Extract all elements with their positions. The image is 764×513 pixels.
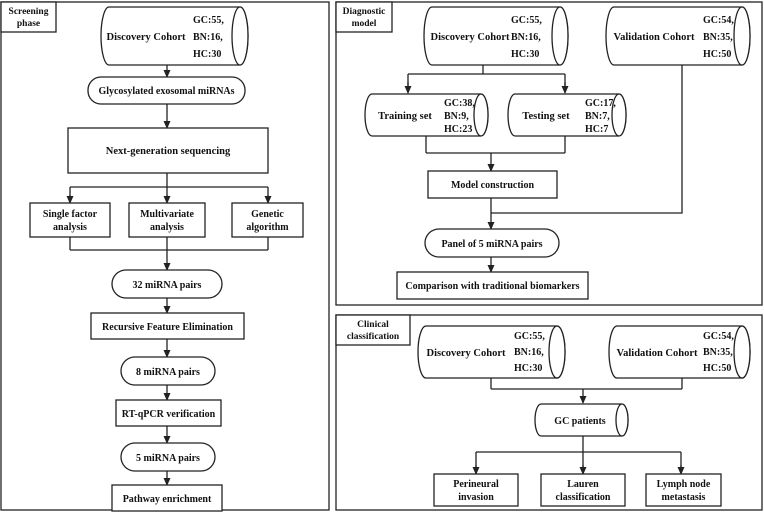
split-connector: [475, 436, 682, 473]
clinical-validation-count-bn: BN:35,: [703, 347, 733, 358]
clinical-discovery-cohort-cylinder: [417, 325, 566, 379]
diagnostic-discovery-count-bn: BN:16,: [511, 32, 541, 43]
clinical-label-line2: classification: [347, 332, 400, 342]
diagnostic-discovery-count-gc: GC:55,: [511, 15, 542, 26]
training-set-cylinder: [364, 93, 489, 137]
diagnostic-validation-count-gc: GC:54,: [703, 15, 734, 26]
diagnostic-panel-frame: [335, 1, 763, 306]
diagnostic-discovery-label: Discovery Cohort: [430, 32, 510, 43]
screening-discovery-count-bn: BN:16,: [193, 32, 223, 43]
split-connector: [407, 65, 566, 90]
clinical-panel-frame: [335, 314, 763, 511]
diagnostic-discovery-cohort-cylinder: [423, 6, 569, 66]
merge-connector: [425, 136, 566, 154]
panel-label: Panel of 5 miRNA pairs: [441, 239, 542, 250]
single-factor-label-line1: Single factor: [43, 209, 98, 220]
single-factor-label-line2: analysis: [53, 222, 87, 233]
merge-connector: [69, 237, 269, 251]
rfe-label: Recursive Feature Elimination: [102, 322, 233, 333]
training-count-hc: HC:23: [444, 124, 472, 135]
comparison-label: Comparison with traditional biomarkers: [405, 281, 579, 292]
ngs-label: Next-generation sequencing: [106, 146, 231, 157]
testing-count-gc: GC:17,: [585, 98, 616, 109]
multivariate-box: [128, 202, 206, 238]
validation-connector: [490, 65, 683, 214]
training-set-label: Training set: [378, 111, 432, 122]
clinical-validation-count-gc: GC:54,: [703, 331, 734, 342]
perineural-label-line2: invasion: [458, 492, 494, 503]
clinical-validation-cohort-cylinder: [608, 325, 751, 379]
diagnostic-label-line2: model: [352, 19, 377, 29]
clinical-label-line1: Clinical: [357, 320, 389, 330]
training-count-gc: GC:38,: [444, 98, 475, 109]
testing-set-cylinder: [507, 93, 627, 137]
diagnostic-panel-label-box: [335, 1, 393, 33]
clinical-validation-label: Validation Cohort: [616, 348, 698, 359]
testing-count-hc: HC:7: [585, 124, 608, 135]
clinical-discovery-count-hc: HC:30: [514, 363, 542, 374]
genetic-label-line1: Genetic: [251, 209, 284, 220]
comparison-box: [396, 271, 589, 300]
split-connector: [69, 173, 269, 202]
perineural-label-line1: Perineural: [453, 479, 499, 490]
pairs-8-label: 8 miRNA pairs: [136, 367, 200, 378]
pairs-8-box: [120, 356, 216, 386]
clinical-validation-count-hc: HC:50: [703, 363, 731, 374]
pairs-5-label: 5 miRNA pairs: [136, 453, 200, 464]
lymph-label-line2: metastasis: [662, 492, 706, 503]
model-construction-box: [427, 170, 558, 199]
clinical-panel-label-box: [335, 314, 411, 346]
testing-count-bn: BN:7,: [585, 111, 610, 122]
lymph-label-line1: Lymph node: [657, 479, 711, 490]
pairs-32-label: 32 miRNA pairs: [133, 280, 202, 291]
clinical-discovery-count-gc: GC:55,: [514, 331, 545, 342]
pathway-label: Pathway enrichment: [123, 494, 212, 505]
rtqpcr-label: RT-qPCR verification: [122, 409, 216, 420]
lauren-label-line1: Lauren: [567, 479, 599, 490]
pairs-5-box: [120, 442, 216, 472]
screening-label-line2: phase: [17, 19, 40, 29]
rtqpcr-box: [115, 399, 222, 427]
perineural-box: [433, 473, 519, 507]
lauren-label-line2: classification: [556, 492, 611, 503]
screening-discovery-count-gc: GC:55,: [193, 15, 224, 26]
diagnostic-discovery-count-hc: HC:30: [511, 49, 539, 60]
testing-set-label: Testing set: [522, 111, 570, 122]
pathway-box: [111, 484, 223, 512]
clinical-discovery-count-bn: BN:16,: [514, 347, 544, 358]
diagnostic-validation-label: Validation Cohort: [613, 32, 695, 43]
glycosylated-label: Glycosylated exosomal miRNAs: [98, 86, 234, 97]
genetic-label-line2: algorithm: [246, 222, 289, 233]
diagnostic-validation-count-bn: BN:35,: [703, 32, 733, 43]
single-factor-box: [29, 202, 111, 238]
panel-box: [424, 228, 560, 258]
ngs-box: [67, 127, 269, 174]
model-construction-label: Model construction: [451, 180, 534, 191]
gc-patients-cylinder: [534, 403, 629, 437]
screening-discovery-cohort-cylinder: [100, 6, 249, 66]
screening-label-line1: Screening: [9, 7, 49, 17]
lymph-box: [645, 473, 722, 507]
merge-connector: [490, 378, 683, 390]
screening-discovery-count-hc: HC:30: [193, 49, 221, 60]
lauren-box: [540, 473, 626, 507]
multivariate-label-line2: analysis: [150, 222, 184, 233]
diagnostic-validation-count-hc: HC:50: [703, 49, 731, 60]
training-count-bn: BN:9,: [444, 111, 469, 122]
multivariate-label-line1: Multivariate: [140, 209, 194, 220]
screening-panel-label-box: [0, 1, 57, 33]
gc-patients-label: GC patients: [554, 416, 606, 427]
diagnostic-validation-cohort-cylinder: [605, 6, 751, 66]
screening-discovery-label: Discovery Cohort: [106, 32, 186, 43]
clinical-discovery-label: Discovery Cohort: [426, 348, 506, 359]
diagnostic-label-line1: Diagnostic: [343, 7, 386, 17]
